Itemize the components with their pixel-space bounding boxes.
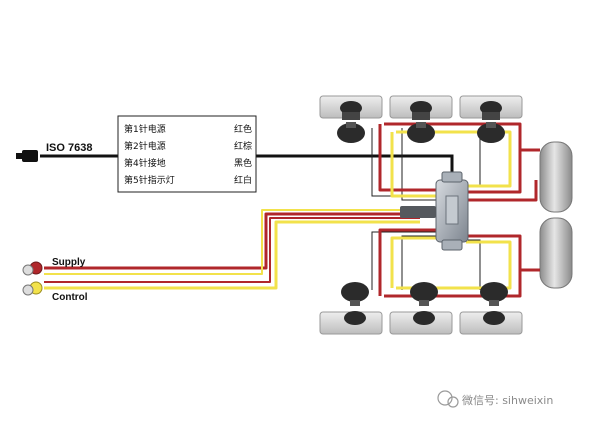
- pin-name: 第5针指示灯: [124, 176, 175, 186]
- air-tanks: [539, 141, 573, 289]
- brake-chambers-top: [337, 101, 505, 143]
- control-coupling: [22, 281, 43, 296]
- air-tank-upper: [539, 141, 573, 213]
- pin-color: 红白: [233, 176, 252, 186]
- pin-row: 第4针接地 黑色: [124, 156, 252, 173]
- brake-chamber-bottom-left: [341, 282, 369, 325]
- brake-chamber-top-right: [477, 101, 505, 143]
- pin-table-rows: 第1针电源 红色 第2针电源 红棕 第4针接地 黑色 第5针指示灯 红白: [124, 122, 252, 190]
- pin-color: 红色: [233, 125, 252, 135]
- pin-color: 黑色: [233, 159, 252, 169]
- wechat-icon: [437, 390, 459, 408]
- air-tank-lower: [539, 217, 573, 289]
- brake-chamber-top-left: [337, 101, 365, 143]
- wheel-group: [319, 95, 523, 335]
- pin-color: 红棕: [233, 142, 252, 152]
- supply-coupling: [22, 261, 43, 276]
- pin-name: 第2针电源: [124, 142, 166, 152]
- pin-name: 第1针电源: [124, 125, 166, 135]
- control-lines-inner: [44, 209, 420, 275]
- watermark-text: 微信号: sihweixin: [462, 394, 554, 407]
- supply-lines: [44, 122, 540, 298]
- pin-row: 第5针指示灯 红白: [124, 173, 252, 190]
- pin-name: 第4针接地: [124, 159, 166, 169]
- control-valve: [400, 171, 469, 251]
- supply-label: Supply: [52, 257, 86, 268]
- control-label: Control: [52, 292, 88, 303]
- brake-chamber-bottom-middle: [410, 282, 438, 325]
- control-lines: [44, 130, 512, 290]
- iso-7638-label: ISO 7638: [46, 142, 93, 154]
- pin-row: 第1针电源 红色: [124, 122, 252, 139]
- iso-connector-plug: [16, 150, 38, 162]
- supply-lines-inner: [44, 217, 420, 283]
- pin-row: 第2针电源 红棕: [124, 139, 252, 156]
- pin-table: [117, 115, 257, 193]
- brake-chambers-bottom: [341, 282, 508, 325]
- brake-chamber-top-middle: [407, 101, 435, 143]
- brake-chamber-bottom-right: [480, 282, 508, 325]
